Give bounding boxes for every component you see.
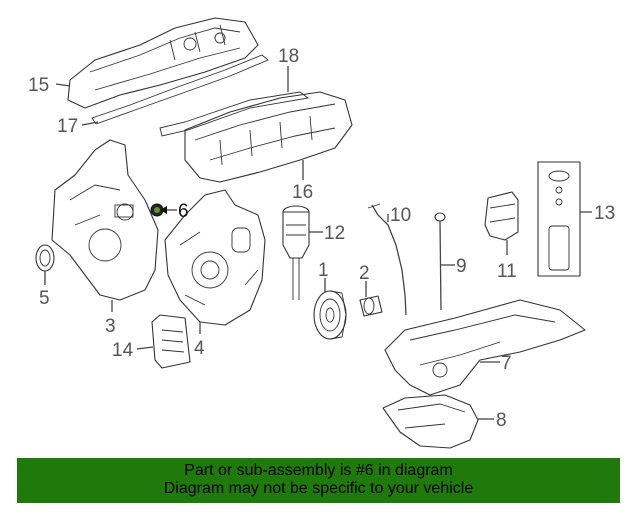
leader-17 (81, 121, 99, 126)
part-8-oil-pan-lower (382, 394, 479, 449)
callout-14: 14 (112, 340, 134, 361)
callout-18: 18 (278, 46, 299, 67)
callout-6: 6 (178, 201, 189, 222)
callout-7: 7 (501, 353, 512, 374)
part-13-filter-kit (537, 161, 581, 277)
callout-15: 15 (28, 75, 49, 96)
part-14-oil-cooler (151, 314, 191, 369)
part-18-head-cover (159, 91, 353, 183)
callout-11: 11 (497, 261, 517, 282)
banner-line-1: Part or sub-assembly is #6 in diagram (184, 462, 453, 479)
callout-5: 5 (39, 288, 50, 309)
callout-1: 1 (318, 260, 329, 281)
callout-13: 13 (594, 203, 615, 224)
callout-4: 4 (194, 338, 205, 359)
part-11-oil-filter (484, 191, 519, 241)
callout-8: 8 (496, 410, 507, 431)
banner-line-2: Diagram may not be specific to your vehi… (163, 480, 474, 497)
part-4-front-cover (164, 189, 266, 326)
part-7-oil-pan-upper (384, 299, 586, 396)
arrowhead-6 (160, 206, 167, 214)
info-banner: Part or sub-assembly is #6 in diagram Di… (17, 458, 620, 503)
leader-14 (136, 346, 154, 350)
part-3-timing-cover (51, 139, 159, 301)
leader-15 (55, 83, 71, 87)
part-15-intake-cover (67, 17, 259, 109)
callout-2: 2 (359, 263, 370, 284)
exploded-parts-diagram: 15 17 18 16 6 12 10 9 11 13 5 1 2 3 4 14… (28, 17, 615, 449)
callout-3: 3 (105, 316, 116, 337)
callout-17: 17 (57, 116, 78, 137)
part-9-dipstick (434, 212, 446, 311)
part-1-pulley (313, 290, 347, 340)
part-10-dipstick-tube (367, 203, 407, 316)
callout-16: 16 (292, 182, 313, 203)
part-5-seal (35, 244, 55, 272)
callout-9: 9 (456, 256, 467, 277)
callout-12: 12 (324, 223, 345, 244)
part-17-gasket (91, 54, 269, 125)
part-2-bushing (359, 295, 383, 317)
part-12-filter-housing (282, 205, 310, 300)
callout-10: 10 (390, 205, 411, 226)
